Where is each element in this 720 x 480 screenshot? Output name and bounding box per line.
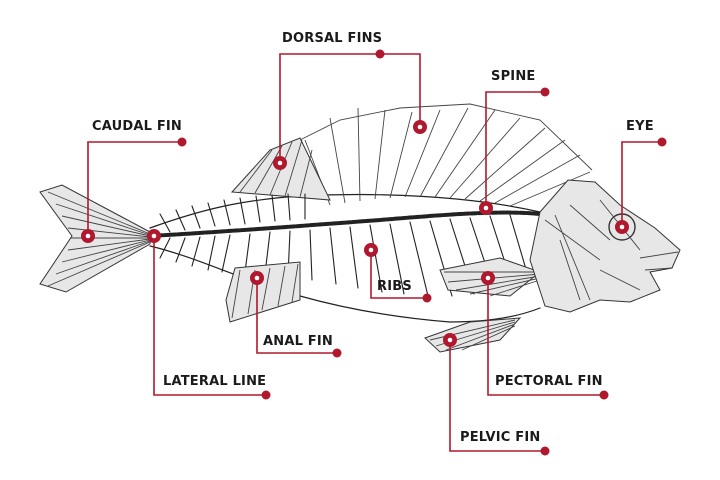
anal-fin-shape: [225, 261, 301, 323]
label-caudal-fin: CAUDAL FIN: [92, 119, 182, 134]
label-dorsal-fins: DORSAL FINS: [282, 31, 382, 46]
callout-pelvic-fin: PELVIC FIN: [443, 333, 550, 456]
skull-shape: [529, 179, 681, 313]
callout-anal-fin: ANAL FIN: [250, 271, 342, 358]
label-anal-fin: ANAL FIN: [263, 334, 333, 349]
caudal-fin-shape: [39, 184, 151, 293]
callout-spine: SPINE: [479, 69, 550, 215]
label-pelvic-fin: PELVIC FIN: [460, 430, 540, 445]
callout-pectoral-fin: PECTORAL FIN: [481, 271, 609, 400]
dorsal-fin-fan-shape: [299, 103, 593, 207]
label-eye: EYE: [626, 119, 654, 134]
label-lateral-line: LATERAL LINE: [163, 374, 266, 389]
callout-caudal-fin: CAUDAL FIN: [81, 119, 187, 243]
rib-bones: [159, 214, 529, 297]
callout-eye: EYE: [615, 119, 667, 234]
label-ribs: RIBS: [377, 279, 412, 294]
pelvic-fin-shape: [424, 317, 522, 353]
label-spine: SPINE: [491, 69, 536, 84]
label-pectoral-fin: PECTORAL FIN: [495, 374, 603, 389]
callout-ribs: RIBS: [364, 243, 432, 303]
callout-lateral-line: LATERAL LINE: [147, 229, 271, 400]
backbone: [148, 210, 542, 238]
neural-spines: [159, 193, 306, 233]
callout-dorsal-fins: DORSAL FINS: [273, 31, 427, 170]
